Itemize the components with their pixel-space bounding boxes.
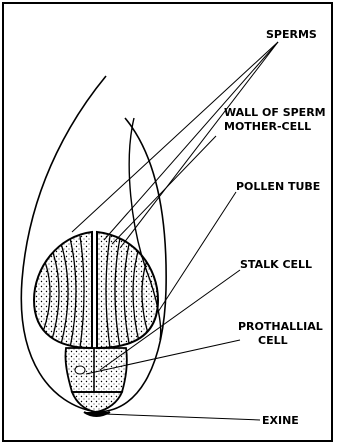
label-sperms: SPERMS bbox=[266, 28, 317, 41]
label-prothallial-line2: CELL bbox=[258, 334, 288, 347]
label-exine: EXINE bbox=[262, 414, 299, 427]
label-pollen-tube: POLLEN TUBE bbox=[236, 180, 320, 193]
label-wall-line1: WALL OF SPERM bbox=[224, 106, 326, 119]
label-prothallial-line1: PROTHALLIAL bbox=[238, 320, 323, 333]
label-wall-line2: MOTHER-CELL bbox=[224, 120, 311, 133]
label-stalk-cell: STALK CELL bbox=[240, 258, 312, 271]
nucleus bbox=[75, 366, 85, 374]
